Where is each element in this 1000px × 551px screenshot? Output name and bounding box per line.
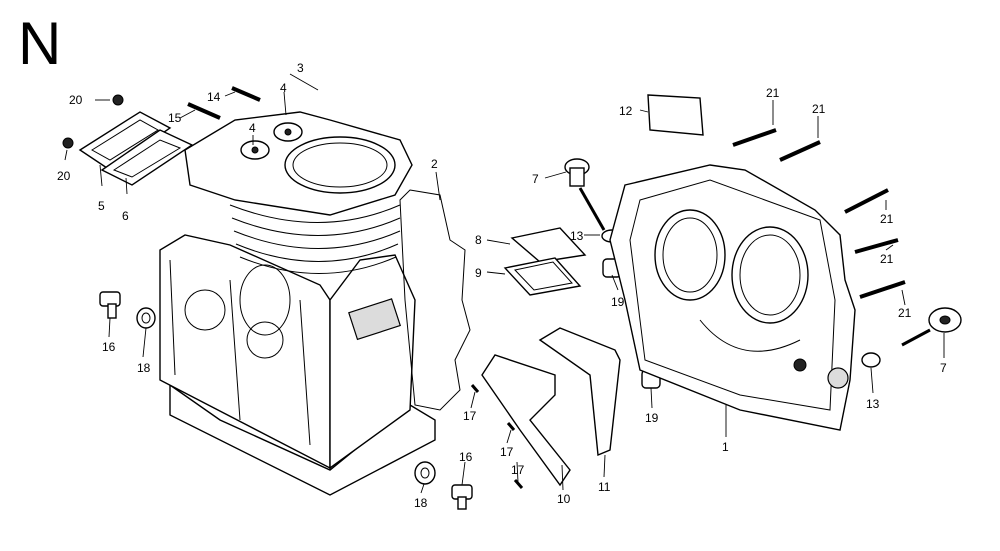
callout-16: 16: [102, 340, 116, 354]
callout-17: 17: [463, 409, 477, 423]
callout-13: 13: [866, 397, 880, 411]
callout-6: 6: [122, 209, 129, 223]
callout-4: 4: [249, 121, 256, 135]
callout-18: 18: [137, 361, 151, 375]
callout-19: 19: [645, 411, 659, 425]
crankcase-cover-drawing: [609, 164, 856, 431]
callout-21: 21: [812, 102, 826, 116]
callout-10: 10: [557, 492, 571, 506]
drain-plug-left-drawing: [99, 291, 156, 329]
label-12-drawing: [647, 94, 704, 136]
callout-2: 2: [431, 157, 438, 171]
callout-20: 20: [69, 93, 83, 107]
callout-21: 21: [898, 306, 912, 320]
cylinder-block-drawing: [159, 111, 471, 496]
callout-17: 17: [500, 445, 514, 459]
callout-21: 21: [880, 252, 894, 266]
callout-4: 4: [280, 81, 287, 95]
bolts-left-drawing: [62, 86, 261, 149]
callout-20: 20: [57, 169, 71, 183]
callout-14: 14: [207, 90, 221, 104]
callout-11: 11: [598, 480, 611, 494]
oil-filler-right-drawing: [861, 307, 962, 368]
plates-8-9-drawing: [503, 227, 587, 296]
callout-16: 16: [459, 450, 473, 464]
callout-3: 3: [297, 61, 304, 75]
callout-7: 7: [532, 172, 539, 186]
callout-13: 13: [570, 229, 584, 243]
callout-19: 19: [611, 295, 625, 309]
callout-21: 21: [880, 212, 894, 226]
guards-10-11-drawing: [470, 327, 621, 489]
callout-7: 7: [940, 361, 947, 375]
callout-8: 8: [475, 233, 482, 247]
leader-lines: [64, 73, 945, 494]
callout-1: 1: [722, 440, 729, 454]
callout-21: 21: [766, 86, 780, 100]
callout-18: 18: [414, 496, 428, 510]
section-letter: N: [18, 10, 62, 77]
drain-plug-lower-drawing: [414, 461, 473, 510]
callout-12: 12: [619, 104, 633, 118]
callout-9: 9: [475, 266, 482, 280]
callout-15: 15: [168, 111, 182, 125]
bolts-21-drawing: [732, 128, 906, 299]
callout-17: 17: [511, 463, 525, 477]
breather-cover-drawing: [78, 111, 194, 186]
callout-5: 5: [98, 199, 105, 213]
